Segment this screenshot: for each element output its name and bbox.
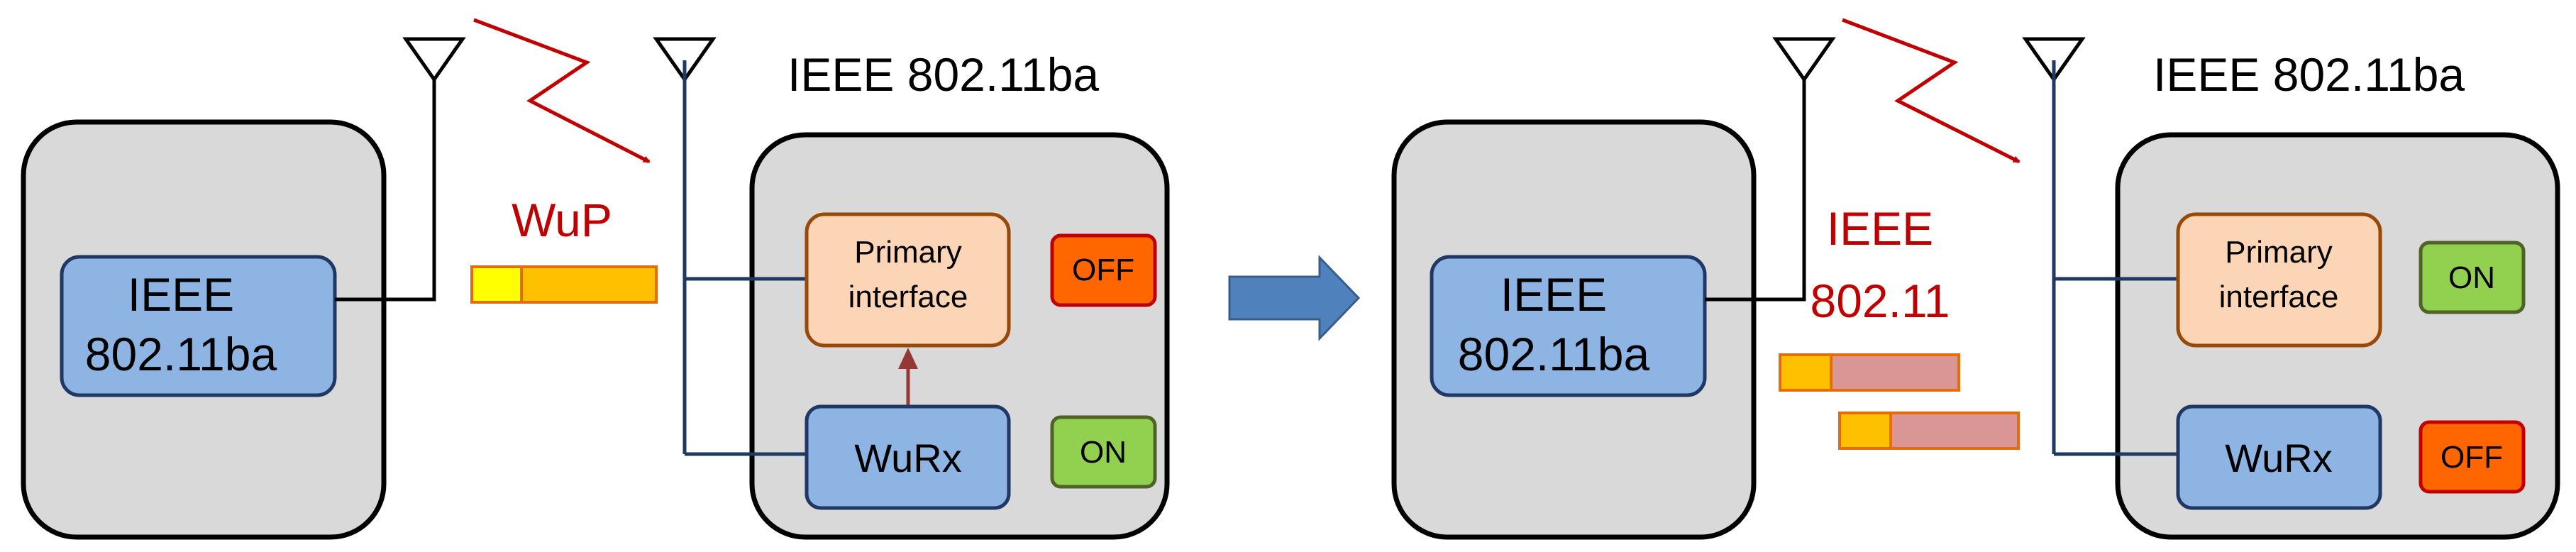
right-receiver-antenna-icon	[2022, 37, 2086, 83]
right-wurx-state-text: OFF	[2440, 440, 2503, 475]
left-wup-frame-body	[520, 265, 658, 304]
left-scene: IEEE 802.11ba WuP IEEE 802.11ba Primary …	[21, 18, 1170, 540]
left-sender-label-line2: 802.11ba	[85, 328, 277, 380]
right-wurx-label: WuRx	[2225, 436, 2332, 480]
left-wurx-box	[805, 404, 1011, 510]
left-primary-state-badge	[1050, 233, 1157, 307]
right-primary-state-text: ON	[2448, 260, 2495, 295]
right-ieee-frame-2-body	[1889, 412, 2020, 450]
right-sender-ieee-box	[1430, 255, 1707, 397]
right-signal-label-line1: IEEE	[1827, 202, 1933, 255]
right-ieee-frame-1-body	[1830, 353, 1960, 392]
right-primary-interface-box	[2176, 212, 2382, 348]
right-ieee-frame-1-head	[1779, 353, 1833, 392]
left-primary-label-line1: Primary	[854, 235, 962, 270]
left-primary-state-text: OFF	[1072, 253, 1134, 287]
right-signal-label-line2: 802.11	[1811, 275, 1950, 327]
right-scene: IEEE 802.11ba IEEE 802.11 IEEE 802.11ba …	[1391, 18, 2560, 540]
left-sender-antenna-icon	[402, 37, 466, 83]
left-sender-ieee-box	[60, 255, 337, 397]
left-wurx-state-badge	[1050, 415, 1157, 489]
right-sender-label-line1: IEEE	[1500, 268, 1607, 321]
left-signal-label: WuP	[512, 194, 612, 246]
right-signal-icon	[1842, 18, 2021, 164]
right-primary-state-badge	[2419, 241, 2526, 314]
left-wakeup-arrow-icon	[898, 348, 918, 369]
right-primary-label-line2: interface	[2219, 280, 2339, 314]
left-primary-interface-box	[805, 212, 1011, 348]
left-wurx-label: WuRx	[854, 436, 961, 480]
left-sender-label-line1: IEEE	[128, 268, 234, 321]
left-sender-antenna-line	[335, 60, 436, 302]
right-sender-antenna-icon	[1772, 37, 1836, 83]
left-signal-icon	[473, 18, 651, 164]
left-receiver-antenna-icon	[653, 37, 717, 83]
right-wurx-state-badge	[2419, 420, 2526, 494]
left-wurx-state-text: ON	[1080, 435, 1127, 470]
right-ieee-frame-2-head	[1838, 412, 1892, 450]
transition-arrow-icon	[1228, 255, 1361, 341]
right-receiver-title: IEEE 802.11ba	[2153, 48, 2465, 101]
right-wurx-box	[2176, 404, 2382, 510]
left-receiver-title: IEEE 802.11ba	[787, 48, 1099, 101]
right-sender-label-line2: 802.11ba	[1458, 328, 1650, 380]
right-primary-label-line1: Primary	[2225, 235, 2333, 270]
right-sender-antenna-line	[1705, 60, 1806, 302]
left-wup-frame-head	[470, 265, 523, 304]
left-primary-label-line2: interface	[848, 280, 968, 314]
